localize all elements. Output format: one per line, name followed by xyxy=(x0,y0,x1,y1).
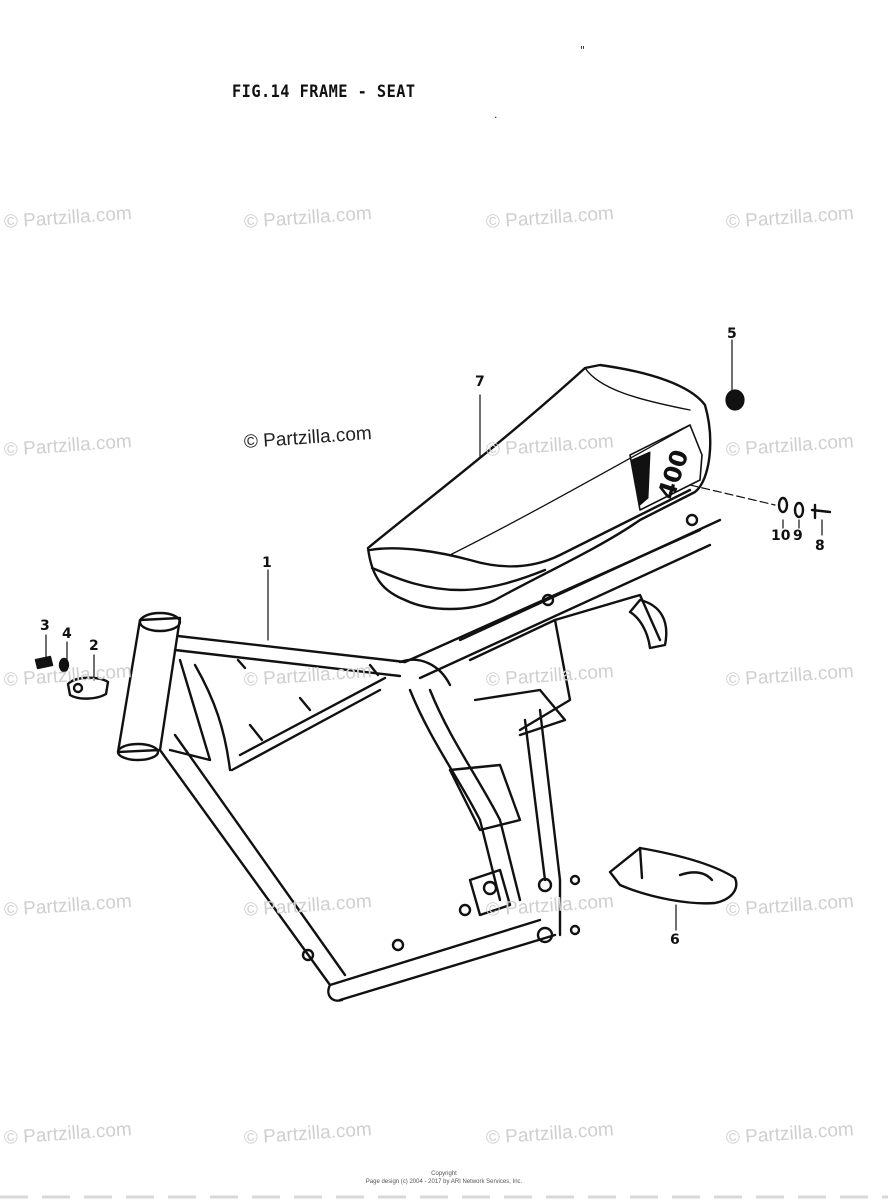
copyright-footer: Copyright Page design (c) 2004 - 2017 by… xyxy=(0,1170,888,1186)
callout-clamp: 2 xyxy=(89,638,99,654)
copyright-line-1: Copyright xyxy=(431,1171,457,1177)
callout-seat-bolt: 8 xyxy=(815,538,825,554)
copyright-line-2: Page design (c) 2004 - 2017 by ARI Netwo… xyxy=(365,1179,523,1185)
clamp-illustration xyxy=(66,676,110,700)
callout-frame: 1 xyxy=(262,555,272,571)
frame-illustration xyxy=(116,513,722,1002)
seat-illustration xyxy=(366,363,712,611)
stray-mark: " xyxy=(580,44,586,57)
callout-seat-nut: 10 xyxy=(771,528,791,544)
seat-emblem-text: 400 xyxy=(652,446,694,502)
callout-seat-cap: 5 xyxy=(727,326,737,342)
mud-flap-illustration xyxy=(608,846,738,905)
callout-seat: 7 xyxy=(475,374,485,390)
callout-washer: 4 xyxy=(62,626,72,642)
small-parts-illustration xyxy=(34,389,832,673)
callout-mud-flap: 6 xyxy=(670,932,680,948)
callout-bolt: 3 xyxy=(40,618,50,634)
leader-lines xyxy=(45,339,823,931)
stray-mark: . xyxy=(494,108,498,121)
figure-title: FIG.14 FRAME - SEAT xyxy=(232,82,416,102)
bottom-dash-strip xyxy=(0,1195,888,1199)
callout-seat-washer: 9 xyxy=(793,528,803,544)
